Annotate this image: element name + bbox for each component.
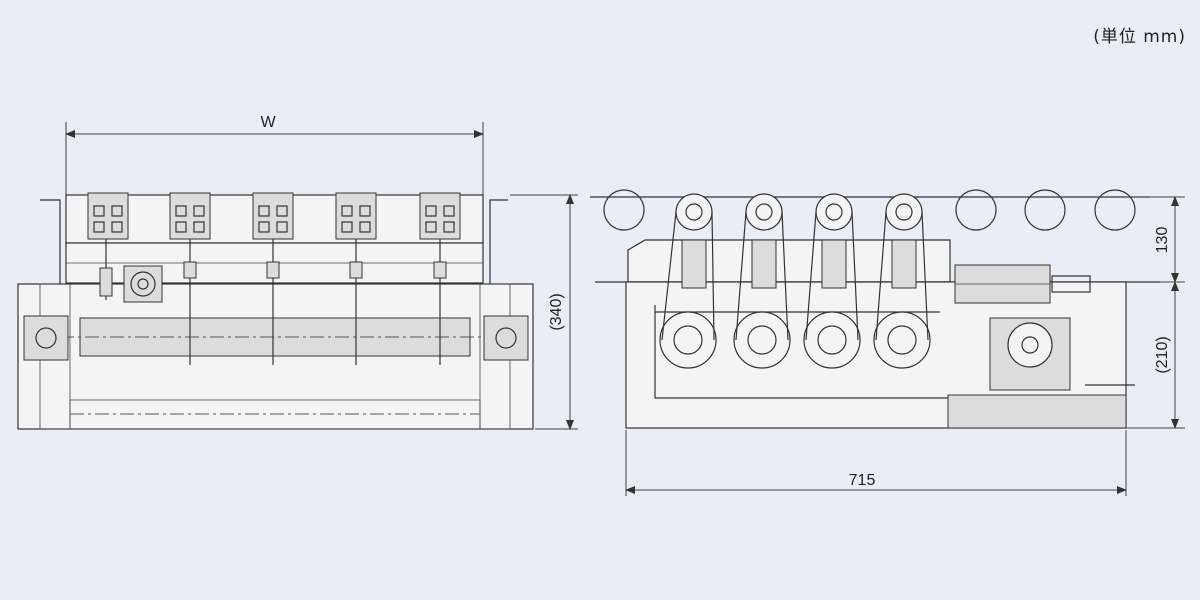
length-label: 715	[849, 472, 876, 489]
left-bracket	[40, 199, 61, 284]
top-height-dimension: 130	[1125, 196, 1185, 283]
coupling-unit-4	[335, 192, 377, 365]
width-dimension: W	[65, 114, 484, 195]
left-bearing	[23, 315, 69, 361]
motor	[989, 317, 1135, 391]
front-view: W	[17, 114, 578, 430]
drive-unit-2	[733, 193, 791, 369]
drive-unit-3	[803, 193, 861, 369]
unit-label: (単位 mm)	[1093, 27, 1186, 47]
coupling-unit-3	[252, 192, 294, 365]
top-height-label: 130	[1154, 227, 1171, 254]
height-dimension: (340)	[510, 194, 578, 430]
coupling-unit-1	[87, 192, 129, 300]
coupling-unit-5	[419, 192, 461, 365]
drive-unit-4	[873, 193, 931, 369]
height-label: (340)	[548, 293, 565, 330]
drive-unit-1	[659, 193, 717, 369]
gear-box	[123, 265, 163, 303]
right-bearing	[483, 315, 529, 361]
right-bracket	[489, 199, 508, 284]
coupling-unit-2	[169, 192, 211, 365]
bottom-height-dimension: (210)	[1126, 281, 1185, 429]
length-dimension: 715	[625, 430, 1127, 496]
side-view: 130 (210) 715	[590, 189, 1185, 496]
conveyor-rollers	[603, 189, 1136, 231]
bottom-height-label: (210)	[1154, 336, 1171, 373]
width-label: W	[260, 114, 276, 131]
